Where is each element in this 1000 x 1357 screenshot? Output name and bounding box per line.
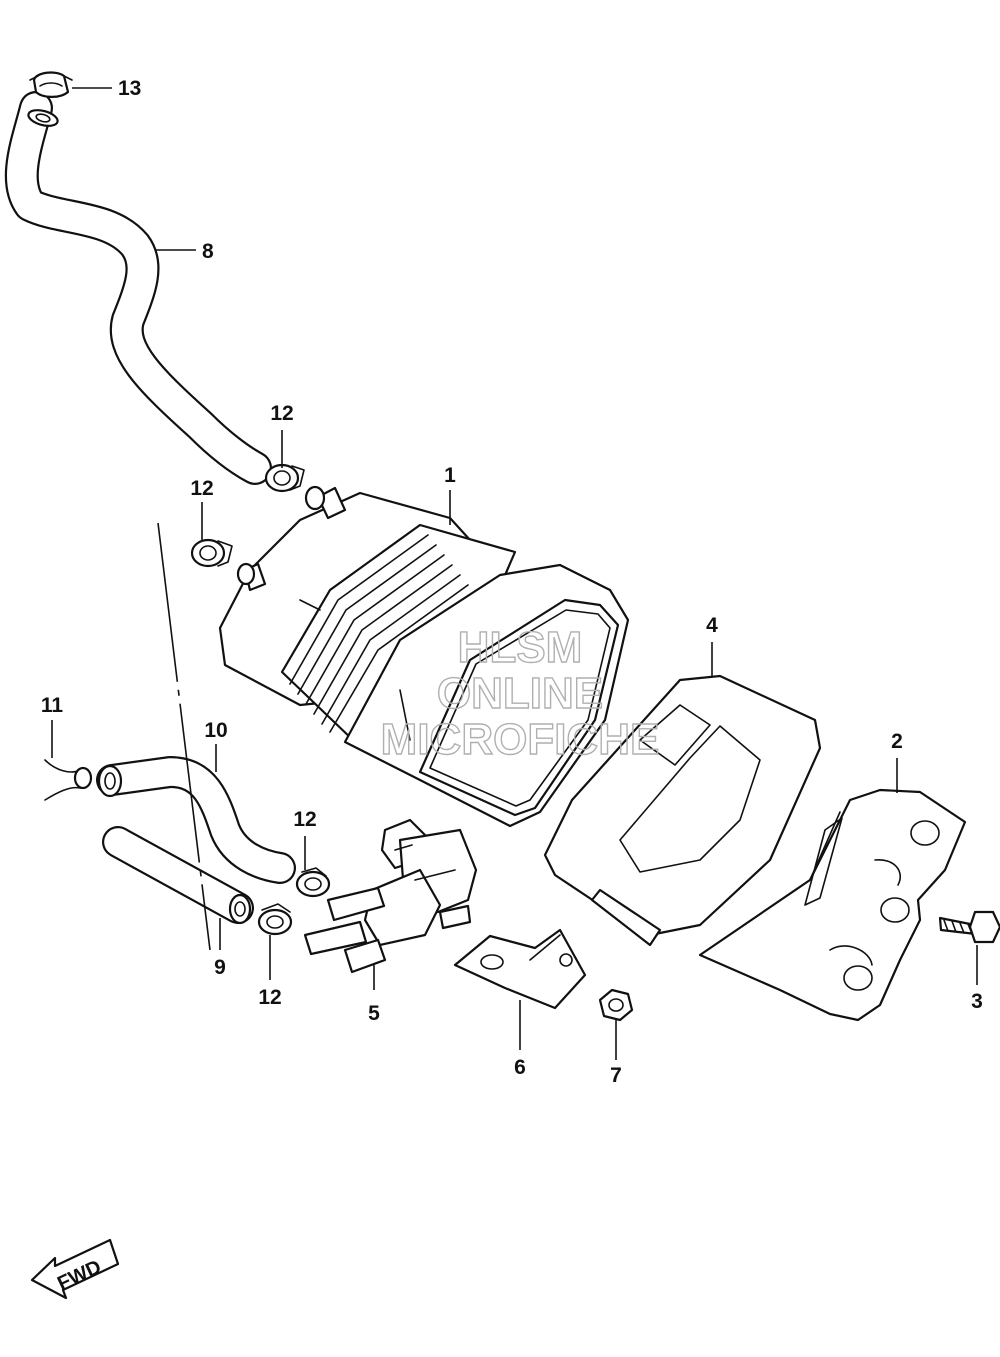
watermark-line3: MICROFICHE [381, 715, 660, 764]
bracket-6[interactable] [453, 928, 587, 1010]
callout-7[interactable]: 7 [610, 1064, 622, 1087]
callouts: 13 8 12 1 12 4 11 10 2 12 9 12 3 5 6 7 [41, 77, 983, 1087]
watermark: HLSM ONLINE MICROFICHE [380, 622, 660, 764]
callout-12-left[interactable]: 12 [190, 477, 213, 500]
clamp-12-lower[interactable] [257, 903, 293, 936]
watermark-line2: ONLINE [437, 669, 603, 718]
callout-3[interactable]: 3 [971, 990, 983, 1013]
cover-4[interactable] [543, 674, 822, 947]
clip-11[interactable] [44, 759, 93, 801]
guide-line [157, 522, 211, 951]
bolt-3[interactable] [938, 910, 1000, 944]
canister-1[interactable] [218, 485, 630, 828]
purge-valve-5[interactable] [303, 818, 478, 974]
callout-1[interactable]: 1 [444, 464, 456, 487]
bracket-2[interactable] [698, 788, 967, 1022]
hose-9[interactable] [102, 826, 254, 925]
watermark-line1: HLSM [458, 623, 583, 672]
clamp-12-left[interactable] [190, 538, 233, 568]
clamp-13[interactable] [29, 71, 73, 98]
clamp-12-upper[interactable] [264, 463, 305, 493]
callout-5[interactable]: 5 [368, 1002, 380, 1025]
leader-lines [51, 87, 978, 1060]
fwd-arrow-icon: FWD [30, 1238, 120, 1300]
callout-6[interactable]: 6 [514, 1056, 526, 1079]
hose-8[interactable] [4, 91, 272, 485]
callout-8[interactable]: 8 [202, 240, 214, 263]
callout-2[interactable]: 2 [891, 730, 903, 753]
callout-4[interactable]: 4 [706, 614, 718, 637]
callout-10[interactable]: 10 [204, 719, 227, 742]
callout-11[interactable]: 11 [41, 694, 64, 717]
callout-12-lower[interactable]: 12 [258, 986, 281, 1009]
callout-9[interactable]: 9 [214, 956, 226, 979]
nut-7[interactable] [598, 988, 634, 1022]
callout-13[interactable]: 13 [118, 77, 141, 100]
clamp-12-mid[interactable] [295, 867, 331, 898]
callout-12-upper[interactable]: 12 [270, 402, 293, 425]
callout-12-mid[interactable]: 12 [293, 808, 316, 831]
